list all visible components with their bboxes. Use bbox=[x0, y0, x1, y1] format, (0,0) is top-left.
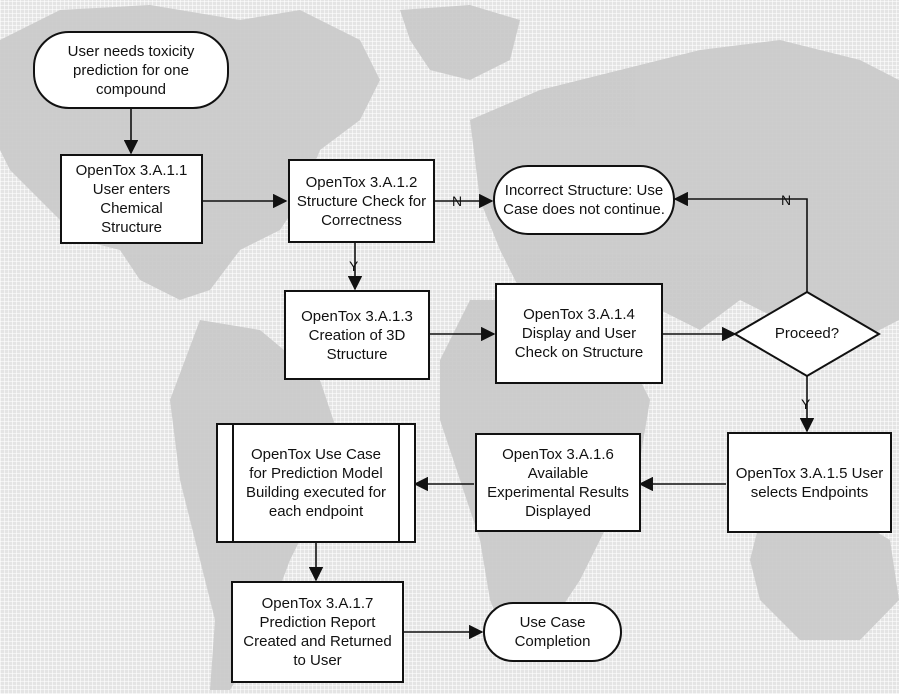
process-3a16-text: OpenTox 3.A.1.6 Available Experimental R… bbox=[487, 445, 629, 520]
proceed-yes-label: Y bbox=[801, 396, 811, 412]
arrow-proceed-to-incorrect bbox=[673, 191, 808, 292]
usecase-left-bar bbox=[232, 425, 234, 541]
process-3a13: OpenTox 3.A.1.3 Creation of 3D Structure bbox=[284, 290, 430, 380]
incorrect-terminator: Incorrect Structure: Use Case does not c… bbox=[493, 165, 675, 235]
check-no-label: N bbox=[452, 193, 463, 209]
check-yes-label: Y bbox=[349, 258, 359, 274]
process-3a14: OpenTox 3.A.1.4 Display and User Check o… bbox=[495, 283, 663, 384]
start-terminator: User needs toxicity prediction for one c… bbox=[33, 31, 229, 109]
process-3a17-text: OpenTox 3.A.1.7 Prediction Report Create… bbox=[243, 595, 392, 669]
incorrect-text: Incorrect Structure: Use Case does not c… bbox=[503, 182, 665, 218]
end-terminator: Use Case Completion bbox=[483, 602, 622, 662]
proceed-diamond bbox=[733, 290, 881, 378]
process-3a15: OpenTox 3.A.1.5 User selects Endpoints bbox=[727, 432, 892, 533]
process-3a15-text: OpenTox 3.A.1.5 User selects Endpoints bbox=[735, 464, 884, 501]
predefined-process-usecase: OpenTox Use Case for Prediction Model Bu… bbox=[216, 423, 416, 543]
process-3a17: OpenTox 3.A.1.7 Prediction Report Create… bbox=[231, 581, 404, 683]
process-3a12-text: OpenTox 3.A.1.2 Structure Check for Corr… bbox=[296, 173, 427, 229]
process-3a13-text: OpenTox 3.A.1.3 Creation of 3D Structure bbox=[301, 307, 413, 363]
usecase-right-bar bbox=[398, 425, 400, 541]
proceed-label: Proceed? bbox=[774, 325, 840, 342]
land-greenland bbox=[400, 5, 520, 80]
process-3a16: OpenTox 3.A.1.6 Available Experimental R… bbox=[475, 433, 641, 532]
process-3a11-text: OpenTox 3.A.1.1 User enters Chemical Str… bbox=[75, 162, 188, 236]
proceed-no-label: N bbox=[781, 192, 792, 208]
process-3a11: OpenTox 3.A.1.1 User enters Chemical Str… bbox=[60, 154, 203, 244]
land-australia bbox=[750, 510, 899, 640]
end-text: Use Case Completion bbox=[514, 614, 591, 650]
process-3a12: OpenTox 3.A.1.2 Structure Check for Corr… bbox=[288, 159, 435, 243]
land-europe-asia bbox=[470, 40, 899, 340]
process-3a14-text: OpenTox 3.A.1.4 Display and User Check o… bbox=[514, 306, 644, 361]
start-text: User needs toxicity prediction for one c… bbox=[67, 42, 195, 98]
usecase-text: OpenTox Use Case for Prediction Model Bu… bbox=[245, 446, 387, 520]
